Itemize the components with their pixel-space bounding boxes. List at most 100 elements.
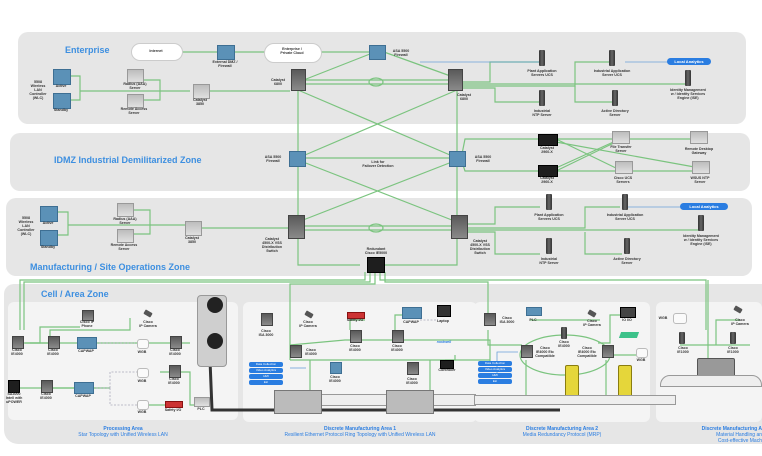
link (58, 211, 69, 236)
asa-firewall-icon (369, 45, 386, 60)
wsus-server-icon (692, 161, 710, 174)
a2-app-item[interactable]: Etc (478, 379, 512, 384)
catalyst-3850-icon (193, 84, 210, 99)
link (574, 86, 612, 103)
sa3000-icon (8, 380, 20, 393)
ie4000-d-label: Cisco IE4000 (40, 392, 52, 400)
mfg-remote-access-server-label: Remote Access Server (110, 243, 138, 251)
link (297, 232, 360, 266)
a2-ie4000-right-icon (602, 345, 614, 358)
wlc-active-label: Active (55, 84, 67, 88)
discrete-area-1-caption: Discrete Manufacturing Area 1 Resilient … (243, 426, 477, 438)
industrial-app-server-icon (609, 50, 615, 66)
wgb-b-label: WGB (137, 379, 147, 383)
mfg-catalyst-3850-label: Catalyst 3850 (185, 236, 199, 244)
wlc-standby-label: Standby (53, 108, 69, 112)
a2-app-item[interactable]: Data Collection (478, 361, 512, 366)
a1-app-item[interactable]: Data Collection (249, 362, 283, 367)
a2-app-item[interactable]: HMI (478, 373, 512, 378)
discrete-area-3-subtitle-2: Cost-effective Mach (717, 438, 762, 444)
a1-ie4000-d-icon (330, 362, 342, 374)
catalyst-2960x-top-label: Catalyst 2960-X (540, 146, 554, 154)
asa-firewall-label: ASA 5500 Firewall (392, 49, 410, 57)
active-directory-server-icon (612, 90, 618, 106)
link (289, 339, 491, 362)
discrete-area-3-subtitle-1: Material Handling an (716, 432, 762, 438)
a1-app-item[interactable]: Video Analytics (249, 368, 283, 373)
file-transfer-server-label: File Transfer Server (610, 145, 632, 153)
wireless-link (109, 388, 140, 406)
machine-station-icon (386, 390, 434, 414)
mfg-radius-server-label: Radius (AAA) Server (113, 217, 137, 225)
catalyst-6800-right-label: Catalyst 6800 (457, 93, 471, 101)
a2-ie4000-left-icon (521, 345, 533, 358)
a3-ip-camera-label: Cisco IP Camera (731, 318, 749, 326)
a1-app-item[interactable]: HMI (249, 374, 283, 379)
discrete-area-2-title: Discrete Manufacturing Area 2 (525, 426, 599, 432)
link (295, 51, 376, 84)
cisco-ucs-servers-icon (615, 161, 633, 174)
wgb-a-icon (137, 339, 149, 349)
redundant-ie5000-label: Redundant Cisco IE5000 (364, 247, 388, 255)
link (555, 138, 621, 169)
industrial-app-server-label: Industrial Application Server UCS (593, 69, 631, 77)
a1-ie4000-b-label: Cisco IE4000 (349, 344, 361, 352)
link (368, 77, 384, 87)
laptop-icon (437, 305, 451, 317)
a2-app-item[interactable]: Video Analytics (478, 367, 512, 372)
a1-ie4000-c-label: Cisco IE4000 (391, 344, 403, 352)
ie4000-b-label: Cisco IE4000 (47, 348, 59, 356)
wlc-label: 5508 Wireless LAN Controller (WLC) (29, 80, 47, 100)
conveyor-curve (660, 375, 762, 387)
remote-access-server-icon (127, 94, 144, 108)
ip-phone-label: Cisco IP Phone (79, 320, 95, 328)
isa3000-a2-label: Cisco ISA 3000 (499, 316, 515, 324)
wlc-active-icon (53, 69, 71, 85)
mfg-catalyst-3850-icon (185, 221, 202, 236)
wgb-c-icon (137, 400, 149, 410)
a1-app-item[interactable]: Etc (249, 380, 283, 385)
a1-ip-camera-label: Cisco IP Camera (299, 320, 317, 328)
wgb-a-label: WGB (137, 350, 147, 354)
catalyst-2960x-top-icon (538, 134, 558, 146)
mfg-wlc-active-label: Active (42, 221, 54, 225)
a3-ie1000-b-label: Cisco IE1000 (727, 346, 739, 354)
local-analytics-badge[interactable]: Local Analytics (667, 58, 711, 65)
failover-link-label: Link for Failover Detection (362, 160, 394, 168)
link (349, 319, 365, 330)
link (555, 139, 621, 172)
ie4000-d-icon (41, 380, 53, 393)
a2-wgb-icon (636, 348, 648, 358)
a2-ip-camera-label: Cisco IP Camera (583, 319, 601, 327)
mfg-plant-app-servers-label: Plant Application Servers UCS (534, 213, 564, 221)
a2-plc-label: PLC (529, 318, 537, 322)
ie4000-a-icon (12, 336, 24, 349)
file-transfer-server-icon (612, 131, 630, 144)
tank-bottom-icon (207, 333, 223, 349)
link (461, 161, 540, 172)
identity-mgmt-server-icon (685, 70, 691, 86)
a1-ie4000-c-icon (392, 330, 404, 343)
tank-top-icon (207, 297, 223, 313)
wlc-standby-icon (53, 93, 71, 109)
link (23, 272, 371, 330)
link (384, 272, 489, 315)
link (584, 232, 622, 255)
link (140, 79, 161, 101)
link (30, 318, 131, 344)
mfg-local-analytics-badge[interactable]: Local Analytics (680, 203, 728, 210)
identity-mgmt-label: Identity Management w / Identity Service… (670, 88, 706, 100)
capwap-a-icon (77, 337, 97, 349)
a3-wgb-label: WGB (658, 316, 668, 320)
a3-wgb-icon (673, 313, 687, 324)
cisco-ucs-servers-label: Cisco UCS Servers (613, 176, 633, 184)
link (130, 209, 151, 235)
catalyst-2960x-bottom-icon (538, 165, 558, 177)
plant-app-servers-label: Plant Application Servers UCS (527, 69, 557, 77)
link (70, 75, 81, 101)
mfg-wlc-standby-icon (40, 230, 58, 246)
isa3000-a2-icon (484, 313, 496, 326)
plant-app-servers-icon (539, 50, 545, 66)
machine-station-icon (274, 390, 322, 414)
